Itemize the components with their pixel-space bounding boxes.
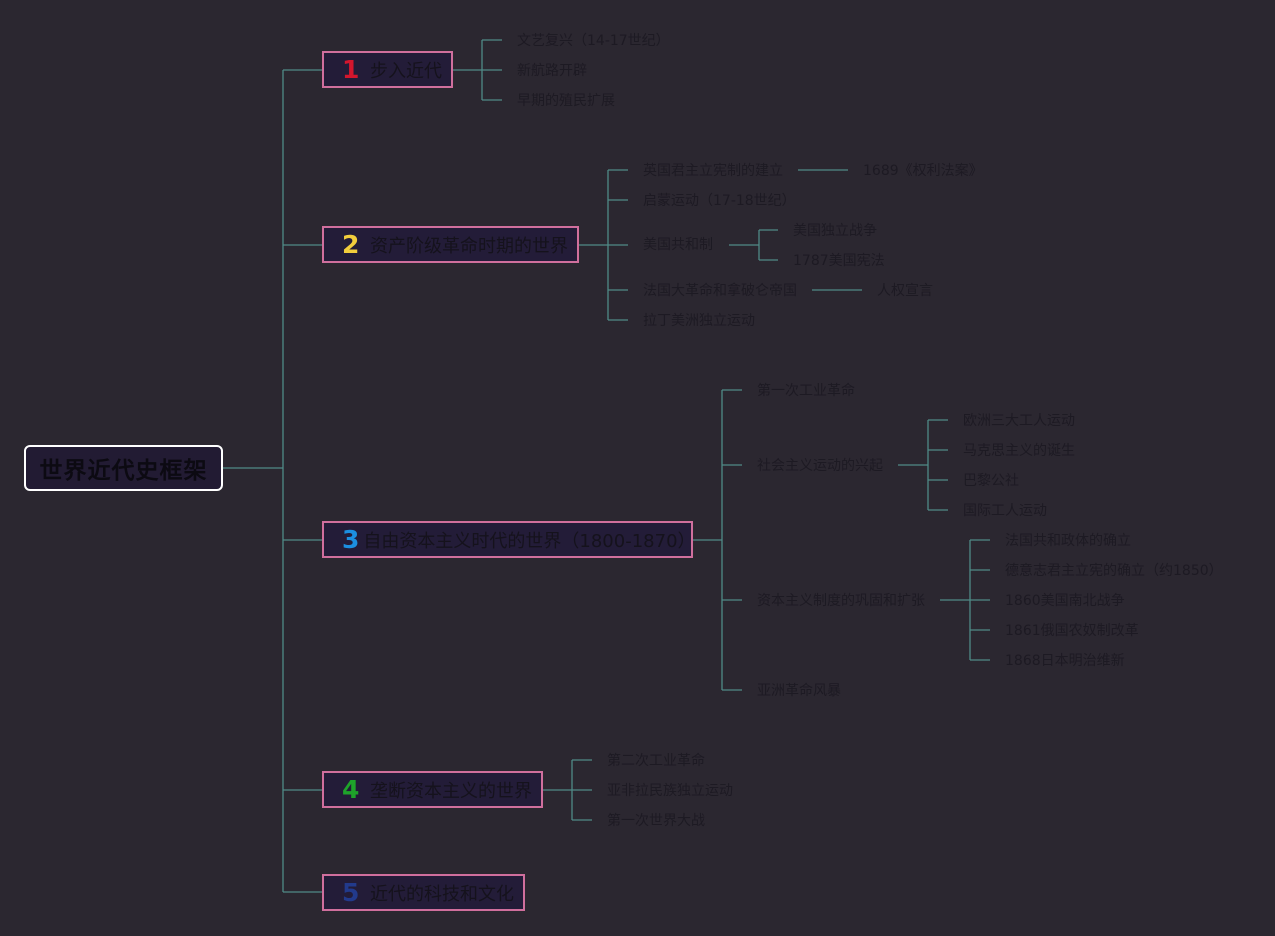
- topic-2-node[interactable]: 2 资产阶级革命时期的世界: [322, 226, 579, 263]
- topic-5-label: 近代的科技和文化: [370, 883, 514, 905]
- topic-5-node[interactable]: 5 近代的科技和文化: [322, 874, 525, 911]
- number-3-badge: 3: [342, 525, 360, 554]
- topic-1-node[interactable]: 1 步入近代: [322, 51, 453, 88]
- leaf-socialist-movement[interactable]: 社会主义运动的兴起: [757, 458, 883, 474]
- leaf-new-sea-routes[interactable]: 新航路开辟: [517, 63, 587, 79]
- number-2-badge: 2: [342, 230, 360, 259]
- leaf-meiji-restoration-1868[interactable]: 1868日本明治维新: [1005, 653, 1125, 669]
- leaf-renaissance[interactable]: 文艺复兴（14-17世纪）: [517, 33, 670, 49]
- leaf-american-independence-war[interactable]: 美国独立战争: [793, 223, 877, 239]
- leaf-asian-revolution-storm[interactable]: 亚洲革命风暴: [757, 683, 841, 699]
- number-5-badge: 5: [342, 878, 360, 907]
- leaf-us-constitution-1787[interactable]: 1787美国宪法: [793, 253, 885, 269]
- leaf-paris-commune[interactable]: 巴黎公社: [963, 473, 1019, 489]
- topic-4-node[interactable]: 4 垄断资本主义的世界: [322, 771, 543, 808]
- topic-1-label: 步入近代: [370, 60, 442, 82]
- leaf-latin-american-independence[interactable]: 拉丁美洲独立运动: [643, 313, 755, 329]
- leaf-world-war-one[interactable]: 第一次世界大战: [607, 813, 705, 829]
- topic-3-label: 自由资本主义时代的世界（1800-1870）: [363, 530, 696, 552]
- topic-3-node[interactable]: 3 自由资本主义时代的世界（1800-1870）: [322, 521, 696, 558]
- leaf-first-industrial-revolution[interactable]: 第一次工业革命: [757, 383, 855, 399]
- leaf-birth-of-marxism[interactable]: 马克思主义的诞生: [963, 443, 1075, 459]
- leaf-declaration-of-rights[interactable]: 人权宣言: [877, 283, 933, 299]
- leaf-enlightenment[interactable]: 启蒙运动（17-18世纪）: [643, 193, 796, 209]
- leaf-second-industrial-revolution[interactable]: 第二次工业革命: [607, 753, 705, 769]
- number-4-badge: 4: [342, 775, 360, 804]
- leaf-american-republic[interactable]: 美国共和制: [643, 237, 713, 253]
- leaf-american-civil-war-1860[interactable]: 1860美国南北战争: [1005, 593, 1125, 609]
- leaf-afro-asian-latin-independence[interactable]: 亚非拉民族独立运动: [607, 783, 733, 799]
- leaf-bill-of-rights-1689[interactable]: 1689《权利法案》: [863, 163, 983, 179]
- number-1-badge: 1: [342, 55, 360, 84]
- leaf-russian-serf-reform-1861[interactable]: 1861俄国农奴制改革: [1005, 623, 1139, 639]
- leaf-french-republic[interactable]: 法国共和政体的确立: [1005, 533, 1131, 549]
- leaf-early-colonial-expansion[interactable]: 早期的殖民扩展: [517, 93, 615, 109]
- leaf-international-workers-movement[interactable]: 国际工人运动: [963, 503, 1047, 519]
- leaf-three-european-workers-movements[interactable]: 欧洲三大工人运动: [963, 413, 1075, 429]
- topic-2-label: 资产阶级革命时期的世界: [370, 235, 568, 257]
- leaf-french-revolution-napoleon[interactable]: 法国大革命和拿破仑帝国: [643, 283, 797, 299]
- leaf-german-constitutional-monarchy[interactable]: 德意志君主立宪的确立（约1850）: [1005, 563, 1223, 579]
- topic-4-label: 垄断资本主义的世界: [370, 780, 532, 802]
- leaf-capitalism-consolidation[interactable]: 资本主义制度的巩固和扩张: [757, 593, 925, 609]
- root-node[interactable]: 世界近代史框架: [24, 445, 223, 491]
- leaf-english-constitutional-monarchy[interactable]: 英国君主立宪制的建立: [643, 163, 783, 179]
